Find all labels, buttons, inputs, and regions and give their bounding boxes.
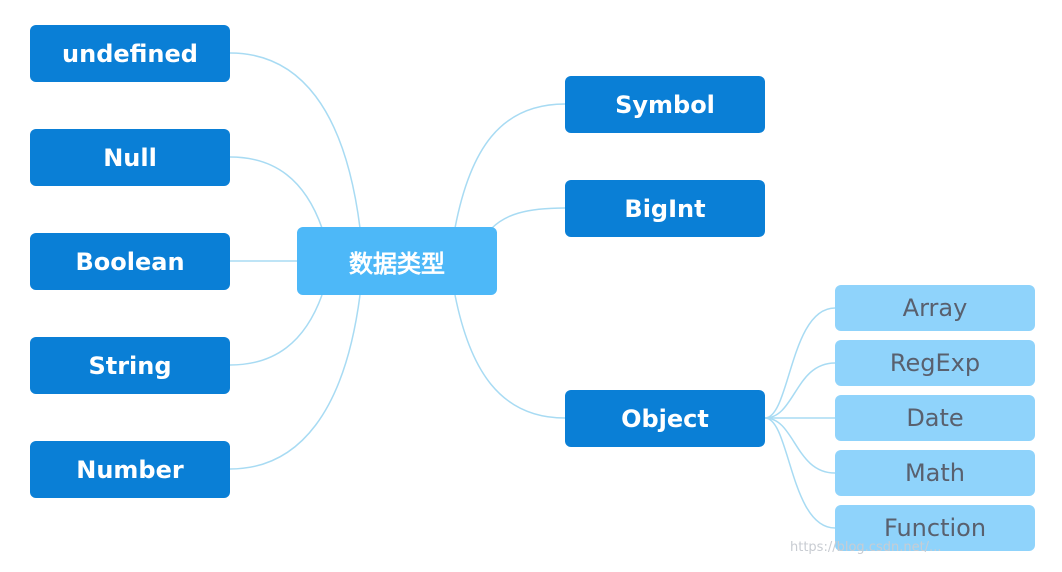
- connector-root-string: [229, 294, 323, 366]
- node-symbol: Symbol: [565, 76, 765, 133]
- connector-object-array: [764, 307, 836, 419]
- node-date: Date: [835, 395, 1035, 441]
- node-boolean: Boolean: [30, 233, 230, 290]
- connector-root-object: [454, 294, 566, 419]
- connector-object-function: [764, 417, 836, 529]
- connector-root-null: [229, 156, 323, 229]
- node-number: Number: [30, 441, 230, 498]
- connector-root-symbol: [454, 103, 566, 229]
- node-object: Object: [565, 390, 765, 447]
- watermark-text: https://blog.csdn.net/...: [790, 540, 942, 555]
- node-math: Math: [835, 450, 1035, 496]
- connector-object-regexp: [764, 362, 836, 419]
- connector-object-math: [764, 417, 836, 474]
- node-undefined: undefined: [30, 25, 230, 82]
- connector-root-undefined: [229, 52, 361, 229]
- node-null: Null: [30, 129, 230, 186]
- node-string: String: [30, 337, 230, 394]
- node-regexp: RegExp: [835, 340, 1035, 386]
- node-root: 数据类型: [297, 227, 497, 295]
- node-array: Array: [835, 285, 1035, 331]
- connector-root-number: [229, 294, 361, 470]
- node-function: Function: [835, 505, 1035, 551]
- node-bigint: BigInt: [565, 180, 765, 237]
- connector-root-bigint: [491, 207, 566, 229]
